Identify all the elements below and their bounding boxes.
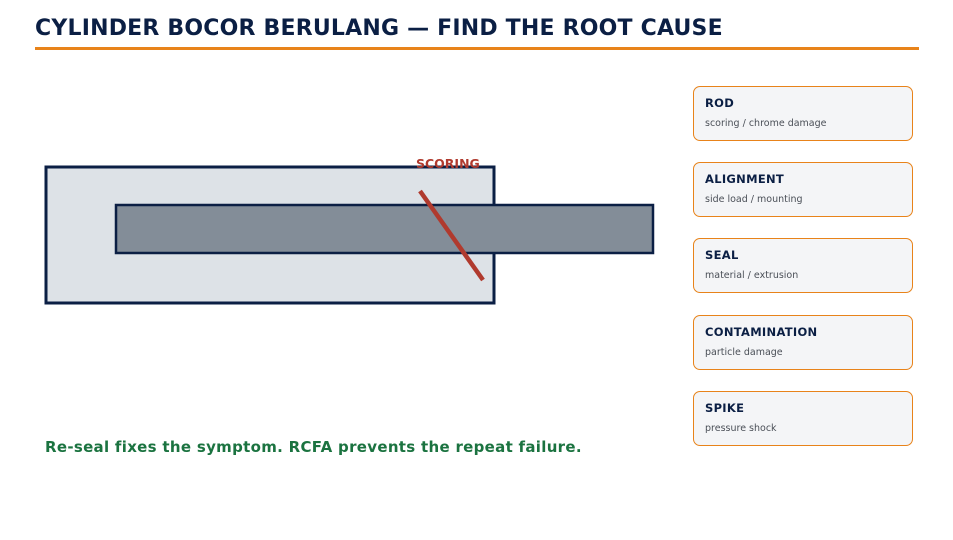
title-underline xyxy=(35,47,919,50)
cause-title: ROD xyxy=(705,96,735,110)
cause-title: SEAL xyxy=(705,248,739,262)
cylinder-rod xyxy=(114,203,655,255)
cause-card-alignment: ALIGNMENT side load / mounting xyxy=(693,162,913,217)
cause-card-seal: SEAL material / extrusion xyxy=(693,238,913,293)
cause-card-spike: SPIKE pressure shock xyxy=(693,391,913,446)
cause-description: scoring / chrome damage xyxy=(705,118,827,129)
cause-title: ALIGNMENT xyxy=(705,172,785,186)
page-title: CYLINDER BOCOR BERULANG — FIND THE ROOT … xyxy=(35,16,723,41)
footer-message: Re-seal fixes the symptom. RCFA prevents… xyxy=(45,438,582,456)
cause-card-contamination: CONTAMINATION particle damage xyxy=(693,315,913,370)
scoring-label: SCORING xyxy=(416,156,480,171)
cause-description: material / extrusion xyxy=(705,270,799,281)
cause-title: SPIKE xyxy=(705,401,745,415)
cause-title: CONTAMINATION xyxy=(705,325,818,339)
scoring-mark xyxy=(418,189,485,282)
cause-description: side load / mounting xyxy=(705,194,803,205)
cause-description: pressure shock xyxy=(705,423,777,434)
cause-description: particle damage xyxy=(705,347,783,358)
cause-card-rod: ROD scoring / chrome damage xyxy=(693,86,913,141)
